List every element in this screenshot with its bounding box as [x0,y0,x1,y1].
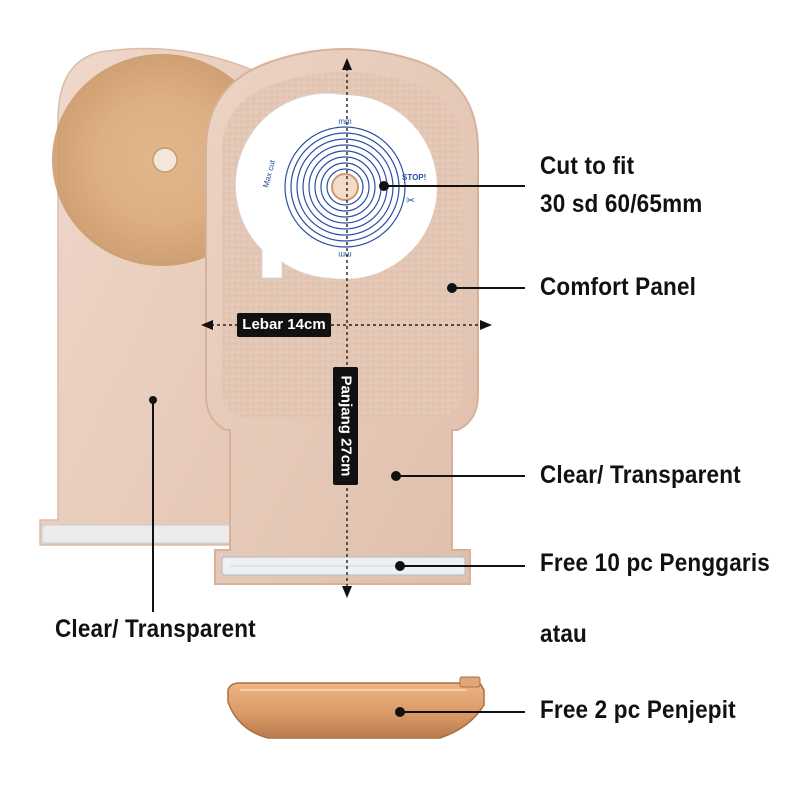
callout-lines [379,181,525,717]
scissors-icon: ✂ [406,194,415,207]
back-stoma-hole [152,147,178,173]
svg-text:mm: mm [338,250,352,259]
label-cut-to-fit-line2: 30 sd 60/65mm [540,190,703,218]
label-atau: atau [540,620,587,648]
svg-text:STOP!: STOP! [402,173,426,182]
length-dimension-tag: Panjang 27cm [333,367,358,485]
clip [227,676,485,739]
label-clear-transparent-right: Clear/ Transparent [540,461,741,489]
label-comfort-panel: Comfort Panel [540,273,697,301]
dimension-arrows [201,58,492,598]
svg-text:mm: mm [338,117,352,126]
label-clear-transparent-left: Clear/ Transparent [55,615,256,643]
label-cut-to-fit-line1: Cut to fit [540,152,635,180]
stoma-hole [331,173,359,201]
flange: mm mm Max cut STOP! ✂ [234,92,437,279]
width-dimension-tag: Lebar 14cm [237,313,331,337]
front-pouch: mm mm Max cut STOP! ✂ [205,48,479,585]
label-free-clip: Free 2 pc Penjepit [540,696,736,724]
length-dimension-text: Panjang 27cm [337,375,354,477]
label-free-ruler: Free 10 pc Penggaris [540,549,770,577]
